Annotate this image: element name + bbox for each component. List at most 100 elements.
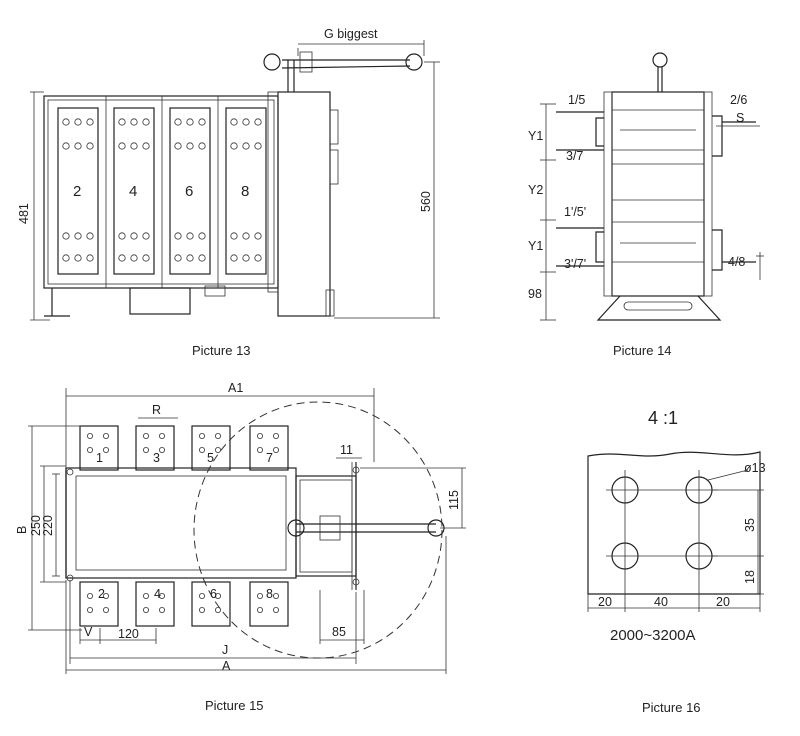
bolt-hole-icon xyxy=(142,593,149,600)
dim-40: 40 xyxy=(654,595,668,609)
bolt-icon xyxy=(74,232,82,240)
bolt-icon xyxy=(118,232,126,240)
dim-y1-bottom: Y1 xyxy=(528,239,543,253)
dim-20-left: 20 xyxy=(598,595,612,609)
bolt-hole-icon xyxy=(256,432,263,439)
bolt-icon xyxy=(230,254,238,262)
bolt-icon xyxy=(86,254,94,262)
bolt-hole-icon xyxy=(214,607,221,614)
pole-label: 6 xyxy=(185,183,193,200)
bolt-icon xyxy=(74,142,82,150)
handle-swing-arc xyxy=(193,401,443,659)
scale-ratio: 4 :1 xyxy=(648,408,678,428)
bolt-icon xyxy=(186,232,194,240)
caption-picture-16: Picture 16 xyxy=(642,700,701,715)
dim-y1-top: Y1 xyxy=(528,129,543,143)
bolt-hole-icon xyxy=(87,432,94,439)
terminal-plate xyxy=(249,425,289,471)
bolt-hole-icon xyxy=(142,432,149,439)
label-1p-5p: 1'/5' xyxy=(564,205,586,219)
bolt-hole-icon xyxy=(87,446,94,453)
busbar-outline xyxy=(587,451,761,595)
bolt-icon xyxy=(142,142,150,150)
pole-label-bottom: 4 xyxy=(154,587,161,601)
label-4-8: 4/8 xyxy=(728,255,745,269)
bolt-icon xyxy=(174,118,182,126)
label-1-5: 1/5 xyxy=(568,93,585,107)
bolt-icon xyxy=(230,142,238,150)
bolt-hole-icon xyxy=(198,607,205,614)
bolt-icon xyxy=(198,254,206,262)
current-range: 2000~3200A xyxy=(610,627,696,644)
dim-120: 120 xyxy=(118,627,139,641)
bolt-icon xyxy=(74,118,82,126)
bolt-hole-icon xyxy=(214,593,221,600)
bolt-icon xyxy=(198,142,206,150)
bolt-icon xyxy=(62,118,70,126)
pole-label: 8 xyxy=(241,183,249,200)
bolt-hole-icon xyxy=(103,432,110,439)
pole-modules xyxy=(57,96,267,288)
label-3p-7p: 3'/7' xyxy=(564,257,586,271)
picture-14: 1/5 3/7 1'/5' 3'/7' Y1 Y2 Y1 98 2/6 S 4/… xyxy=(528,52,764,358)
dim-g-biggest: G biggest xyxy=(324,27,378,41)
bolt-icon xyxy=(186,254,194,262)
bolt-icon xyxy=(118,254,126,262)
bolt-hole-icon xyxy=(198,446,205,453)
bolt-icon xyxy=(142,232,150,240)
bolt-hole-icon xyxy=(103,593,110,600)
bolt-icon xyxy=(186,142,194,150)
dim-v: V xyxy=(84,625,93,639)
bolt-icon xyxy=(118,118,126,126)
bolt-icon xyxy=(62,232,70,240)
bolt-icon xyxy=(86,118,94,126)
bolt-hole-icon xyxy=(272,446,279,453)
bolt-hole-icon xyxy=(158,607,165,614)
bolt-hole-icon xyxy=(272,607,279,614)
bolt-hole-icon xyxy=(256,607,263,614)
bolt-hole-icon xyxy=(103,607,110,614)
bolt-hole-icon xyxy=(103,446,110,453)
terminal-plate xyxy=(79,581,119,627)
bolt-icon xyxy=(254,142,262,150)
dim-18: 18 xyxy=(743,570,757,584)
pole-label: 2 xyxy=(73,183,81,200)
terminal-plate xyxy=(191,425,231,471)
bolt-hole-icon xyxy=(198,593,205,600)
bolt-icon xyxy=(254,118,262,126)
terminal-plate xyxy=(249,581,289,627)
picture-13: 2 4 6 8 G biggest 481 xyxy=(17,27,440,358)
bolt-icon xyxy=(86,142,94,150)
bolt-hole-icon xyxy=(272,593,279,600)
bolt-hole-icon xyxy=(256,446,263,453)
bolt-icon xyxy=(130,232,138,240)
bolt-hole-icon xyxy=(142,446,149,453)
dim-b: B xyxy=(15,526,29,534)
bolt-icon xyxy=(118,142,126,150)
bolt-icon xyxy=(74,254,82,262)
bolt-hole-icon xyxy=(158,432,165,439)
bolt-icon xyxy=(242,232,250,240)
dim-560: 560 xyxy=(419,191,433,212)
bolt-icon xyxy=(254,254,262,262)
bolt-hole-icon xyxy=(87,607,94,614)
dim-a1: A1 xyxy=(228,381,243,395)
dim-s: S xyxy=(736,111,744,125)
dim-250: 250 xyxy=(29,515,43,536)
bolt-hole-icon xyxy=(272,432,279,439)
picture-16: 4 :1 ø13 35 18 20 40 20 2000~3200A Pictu… xyxy=(587,408,766,715)
bolt-icon xyxy=(186,118,194,126)
bolt-hole-icon xyxy=(158,593,165,600)
pole-label-top: 5 xyxy=(207,451,214,465)
bolt-icon xyxy=(230,232,238,240)
picture-15: A1 R B 250 220 11 115 85 V 12 xyxy=(15,381,466,713)
bolt-icon xyxy=(198,118,206,126)
label-2-6: 2/6 xyxy=(730,93,747,107)
bolt-icon xyxy=(142,254,150,262)
bolt-hole-icon xyxy=(87,593,94,600)
dim-y2: Y2 xyxy=(528,183,543,197)
dim-481: 481 xyxy=(17,203,31,224)
bolt-icon xyxy=(130,254,138,262)
dim-85: 85 xyxy=(332,625,346,639)
